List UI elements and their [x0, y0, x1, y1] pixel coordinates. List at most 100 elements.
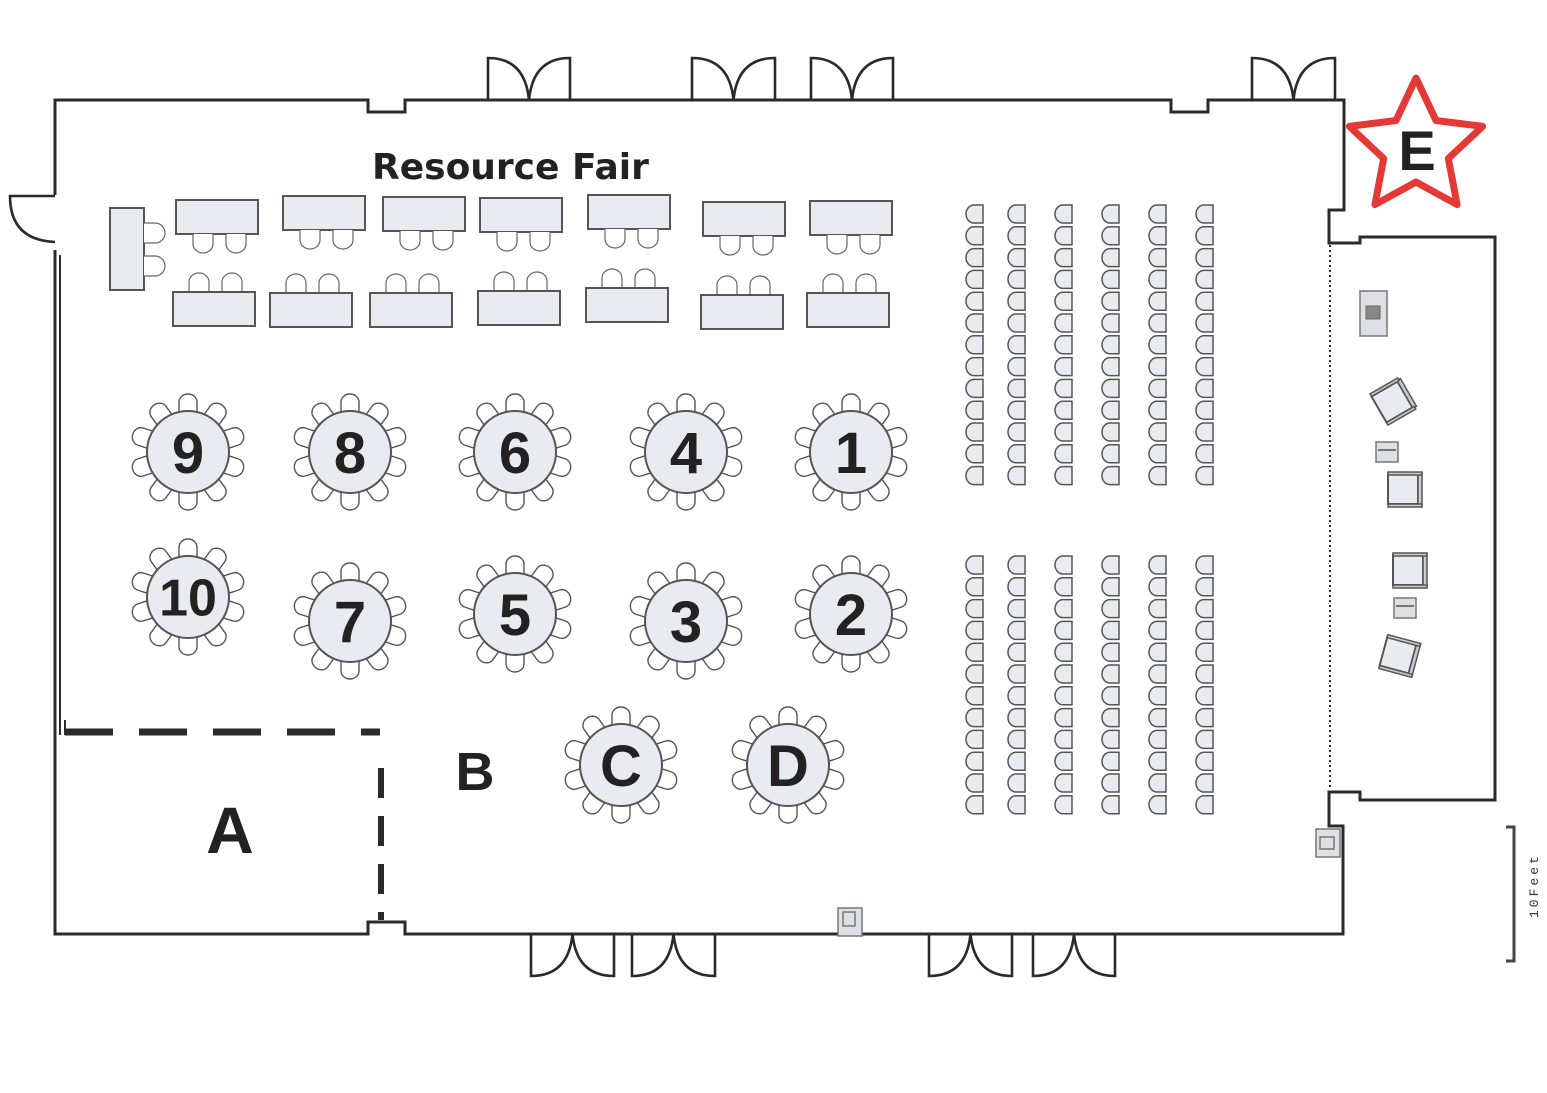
- theater-seat[interactable]: [1101, 620, 1120, 641]
- theater-seat[interactable]: [1054, 795, 1073, 815]
- theater-seat[interactable]: [1101, 465, 1120, 486]
- theater-seat[interactable]: [965, 247, 984, 268]
- area-a-label[interactable]: A: [206, 793, 254, 867]
- round-table-7[interactable]: 7: [292, 562, 408, 680]
- theater-seat[interactable]: [1195, 598, 1214, 619]
- theater-seat[interactable]: [965, 642, 984, 662]
- round-table-3[interactable]: 3: [628, 562, 744, 680]
- theater-seat[interactable]: [1007, 226, 1026, 246]
- theater-seat[interactable]: [1054, 577, 1073, 597]
- theater-seat[interactable]: [1195, 269, 1214, 290]
- theater-seat[interactable]: [1054, 465, 1073, 486]
- round-table-9[interactable]: 9: [130, 393, 246, 511]
- round-table-d[interactable]: D: [730, 706, 846, 824]
- theater-seat[interactable]: [965, 751, 984, 771]
- theater-seat[interactable]: [1007, 465, 1026, 486]
- theater-seat[interactable]: [1054, 313, 1073, 333]
- theater-seat[interactable]: [1101, 356, 1120, 377]
- theater-seat[interactable]: [1101, 291, 1120, 311]
- theater-seat[interactable]: [1195, 226, 1214, 246]
- theater-seat[interactable]: [1195, 707, 1214, 728]
- theater-seat[interactable]: [1195, 291, 1214, 311]
- theater-seat[interactable]: [1054, 204, 1073, 224]
- theater-seat[interactable]: [965, 707, 984, 728]
- theater-seat[interactable]: [1101, 313, 1120, 333]
- theater-seat[interactable]: [1101, 400, 1120, 420]
- round-table-c[interactable]: C: [563, 706, 679, 824]
- theater-seat[interactable]: [1101, 555, 1120, 575]
- theater-seat[interactable]: [965, 555, 984, 575]
- theater-seat[interactable]: [965, 577, 984, 597]
- round-table-1[interactable]: 1: [793, 393, 909, 511]
- round-table-10[interactable]: 10: [130, 538, 246, 656]
- fair-table[interactable]: [175, 199, 259, 254]
- theater-seat[interactable]: [1101, 269, 1120, 290]
- theater-seat[interactable]: [1007, 247, 1026, 268]
- theater-seat[interactable]: [1007, 555, 1026, 575]
- theater-seat[interactable]: [1007, 444, 1026, 464]
- theater-seat[interactable]: [1148, 751, 1167, 771]
- theater-seat[interactable]: [1007, 707, 1026, 728]
- theater-seat[interactable]: [1148, 642, 1167, 662]
- theater-seat[interactable]: [1101, 751, 1120, 771]
- theater-seat[interactable]: [1148, 795, 1167, 815]
- theater-seat[interactable]: [1054, 247, 1073, 268]
- theater-seat[interactable]: [1054, 598, 1073, 619]
- fair-table[interactable]: [809, 200, 893, 255]
- theater-seat[interactable]: [965, 291, 984, 311]
- theater-seat[interactable]: [965, 422, 984, 442]
- theater-seat[interactable]: [1148, 226, 1167, 246]
- area-e-marker[interactable]: E: [1345, 74, 1487, 209]
- theater-seat[interactable]: [1007, 291, 1026, 311]
- theater-seat[interactable]: [1054, 751, 1073, 771]
- theater-seat[interactable]: [965, 729, 984, 750]
- fair-table[interactable]: [587, 194, 671, 249]
- theater-seat[interactable]: [1101, 642, 1120, 662]
- theater-seat[interactable]: [965, 400, 984, 420]
- theater-seat[interactable]: [1148, 444, 1167, 464]
- theater-seat[interactable]: [965, 795, 984, 815]
- theater-seat[interactable]: [1007, 773, 1026, 793]
- theater-seat[interactable]: [1054, 664, 1073, 684]
- fair-table[interactable]: [369, 273, 453, 328]
- theater-seat[interactable]: [1195, 555, 1214, 575]
- theater-seat[interactable]: [1054, 335, 1073, 355]
- theater-seat[interactable]: [965, 444, 984, 464]
- theater-seat[interactable]: [1054, 378, 1073, 399]
- theater-seat[interactable]: [965, 465, 984, 486]
- theater-seat[interactable]: [1054, 620, 1073, 641]
- theater-seat[interactable]: [1195, 465, 1214, 486]
- theater-seat[interactable]: [1148, 465, 1167, 486]
- theater-seat[interactable]: [965, 335, 984, 355]
- theater-seat[interactable]: [1195, 247, 1214, 268]
- theater-seat[interactable]: [1007, 313, 1026, 333]
- theater-seat[interactable]: [1148, 378, 1167, 399]
- theater-seat[interactable]: [1054, 356, 1073, 377]
- theater-seat[interactable]: [1007, 400, 1026, 420]
- theater-seat[interactable]: [1101, 335, 1120, 355]
- theater-seat[interactable]: [1148, 204, 1167, 224]
- theater-seat[interactable]: [1007, 729, 1026, 750]
- fair-table[interactable]: [269, 273, 353, 328]
- theater-seat[interactable]: [1195, 620, 1214, 641]
- theater-seat[interactable]: [965, 598, 984, 619]
- theater-seat[interactable]: [1007, 664, 1026, 684]
- fair-table[interactable]: [806, 273, 890, 328]
- theater-seat[interactable]: [1195, 751, 1214, 771]
- theater-seat[interactable]: [1195, 686, 1214, 706]
- theater-seat[interactable]: [1007, 642, 1026, 662]
- fair-table[interactable]: [702, 201, 786, 256]
- theater-seat[interactable]: [1148, 400, 1167, 420]
- theater-seat[interactable]: [965, 773, 984, 793]
- theater-seat[interactable]: [1007, 269, 1026, 290]
- theater-seat[interactable]: [965, 620, 984, 641]
- round-table-5[interactable]: 5: [457, 555, 573, 673]
- theater-seat[interactable]: [1101, 773, 1120, 793]
- round-table-6[interactable]: 6: [457, 393, 573, 511]
- theater-seat[interactable]: [1148, 707, 1167, 728]
- theater-seat[interactable]: [1195, 773, 1214, 793]
- fair-table[interactable]: [585, 268, 669, 323]
- fair-table[interactable]: [172, 272, 256, 327]
- theater-seat[interactable]: [1007, 751, 1026, 771]
- theater-seat[interactable]: [1148, 291, 1167, 311]
